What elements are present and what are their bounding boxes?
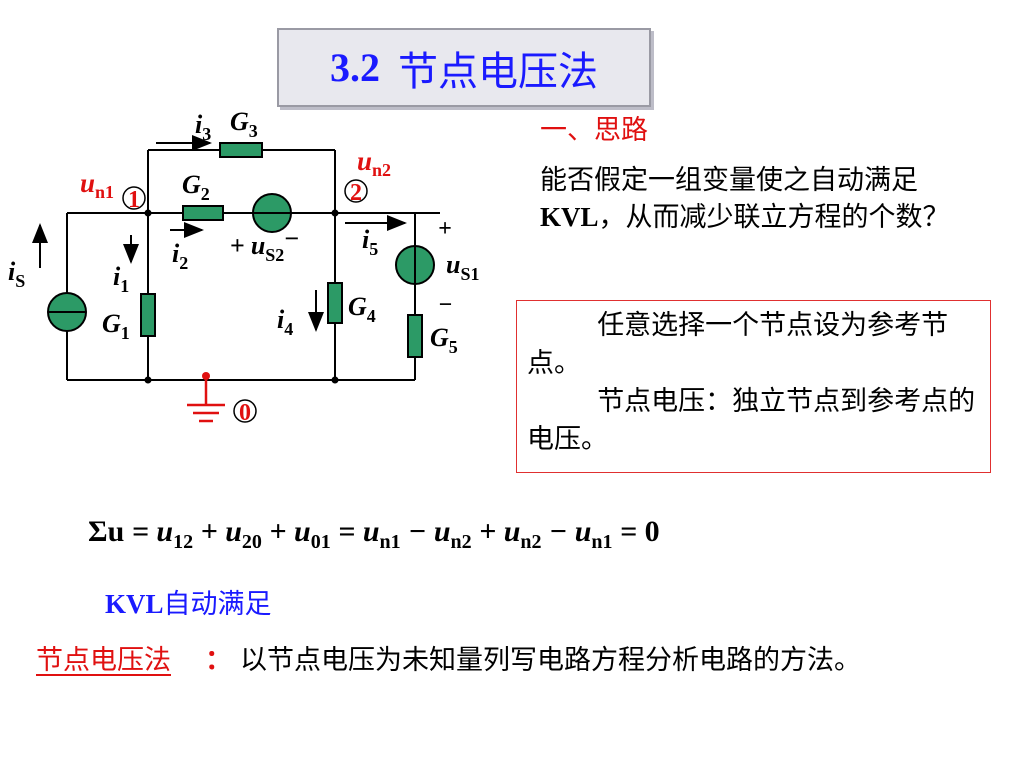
node-1-marker: 1	[122, 186, 146, 213]
note-reference-node: 任意选择一个节点设为参考节点。	[527, 310, 949, 379]
circuit-wires	[66, 149, 440, 381]
resistor-g4	[327, 282, 343, 324]
label-i5: i5	[362, 225, 378, 259]
label-un2: un2	[357, 146, 391, 180]
definition-colon: ：	[205, 645, 232, 676]
kvl-equation: Σu = u12 + u20 + u01 = un1 − un2 + un2 −…	[88, 515, 660, 553]
label-g1: G1	[102, 309, 130, 343]
node-0-number: 0	[239, 400, 251, 426]
label-us1-minus: −	[438, 292, 453, 318]
label-g2: G2	[182, 170, 210, 204]
resistor-g2	[182, 205, 224, 221]
label-i1: i1	[113, 262, 129, 296]
label-g4: G4	[348, 292, 376, 326]
title-name: 节点电压法	[398, 48, 598, 95]
title-number: 3.2	[330, 45, 380, 90]
idea-kvl: KVL	[540, 202, 599, 232]
definition-term: 节点电压法	[36, 645, 171, 676]
label-g3: G3	[230, 107, 258, 141]
node-1-number: 1	[128, 187, 140, 213]
resistor-g5	[407, 314, 423, 358]
idea-text-2: ，从而减少联立方程的个数？	[598, 202, 950, 233]
current-arrows	[32, 135, 407, 332]
current-source-is	[47, 292, 87, 332]
label-us1: uS1	[446, 250, 479, 284]
junction-dots	[144, 209, 339, 384]
label-is: iS	[8, 257, 25, 291]
idea-text-1: 能否假定一组变量使之自动满足	[540, 165, 918, 196]
kvl-auto-satisfied: KVL自动满足	[105, 582, 272, 621]
label-i2: i2	[172, 239, 188, 273]
reference-node-note: 任意选择一个节点设为参考节点。 节点电压：独立节点到参考点的电压。	[516, 300, 991, 473]
label-us1-plus: +	[438, 216, 452, 242]
label-un1: un1	[80, 168, 114, 202]
kvl-auto-text: 自动满足	[163, 589, 272, 620]
label-i3: i3	[195, 110, 211, 144]
kvl-auto-abbr: KVL	[105, 589, 164, 619]
label-i4: i4	[277, 305, 293, 339]
resistor-g3	[219, 142, 263, 158]
voltage-source-us2	[252, 193, 292, 233]
circuit-diagram: 1 2 0 un1 un2 i3 G3 G2 i2 +uS2− i5 + uS1…	[8, 107, 479, 426]
ground-icon	[187, 380, 225, 423]
resistor-g1	[140, 293, 156, 337]
idea-paragraph: 能否假定一组变量使之自动满足 KVL，从而减少联立方程的个数？	[540, 162, 960, 236]
definition-text: 以节点电压为未知量列写电路方程分析电路的方法。	[240, 645, 861, 676]
page-title: 3.2 节点电压法	[277, 28, 651, 107]
label-us2: +uS2−	[230, 224, 299, 265]
section-heading: 一、思路	[540, 115, 648, 146]
node-2-number: 2	[350, 180, 362, 206]
node-2-marker: 2	[344, 179, 368, 206]
node-0-marker: 0	[233, 399, 257, 426]
ground-node-dot	[202, 372, 210, 380]
voltage-source-us1	[395, 245, 435, 285]
label-g5: G5	[430, 323, 458, 357]
note-node-voltage: 节点电压：独立节点到参考点的电压。	[527, 386, 976, 455]
